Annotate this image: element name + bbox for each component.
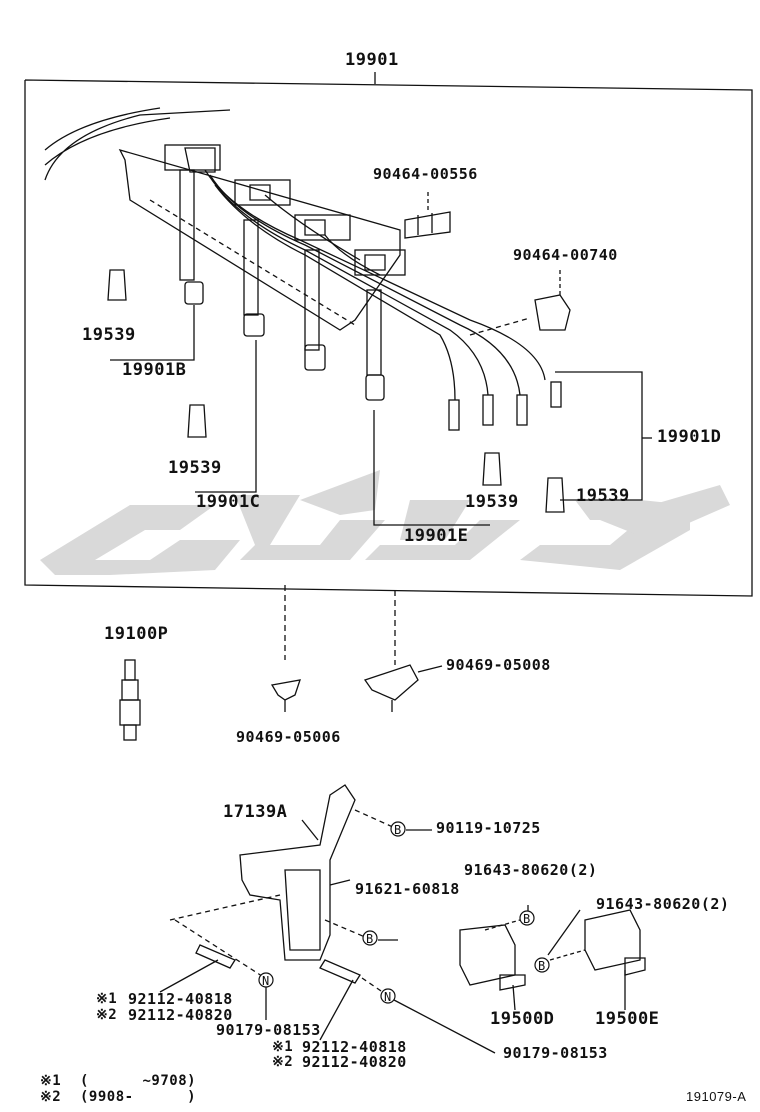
label-stud-a-1: 92112-40818 (128, 990, 233, 1008)
label-clamp-00556: 90464-00556 (373, 165, 478, 183)
spark-plug-shape (119, 659, 141, 741)
label-bolt-10725: 90119-10725 (436, 819, 541, 837)
mark-1: ※1 (272, 1039, 294, 1055)
mark-2: ※2 (96, 1007, 118, 1023)
label-clamp-05006: 90469-05006 (236, 728, 341, 746)
clamp-05006-shape (270, 679, 301, 701)
mark-2: ※2 (272, 1054, 294, 1070)
label-coil-e: 19500E (595, 1009, 660, 1029)
mark-1: ※1 (96, 991, 118, 1007)
clamp-00740-shape (534, 294, 571, 331)
engine-head (44, 107, 401, 331)
circle-n-letter: N (384, 990, 392, 1004)
label-assembly-19901: 19901 (345, 50, 399, 70)
label-stud-a-2: 92112-40820 (128, 1006, 233, 1024)
label-bracket: 17139A (223, 802, 288, 822)
coil-d-shape (459, 924, 526, 991)
assembly-box (24, 79, 753, 597)
coil-e-shape (584, 909, 646, 976)
boot-shape-2 (187, 404, 207, 438)
boot-shape-3 (482, 452, 502, 486)
circle-n-marks (258, 972, 396, 1004)
label-bolt-80620-1: 91643-80620(2) (464, 861, 598, 879)
circle-b-letter: B (538, 959, 546, 973)
boot-shape-1 (107, 269, 127, 301)
label-stud-b-2: 92112-40820 (302, 1053, 407, 1071)
footnote-text-2: (9908- ) (80, 1089, 197, 1105)
label-boot-4: 19539 (576, 486, 630, 506)
clamp-05008-shape (363, 664, 419, 701)
stud-b-shape (319, 959, 361, 984)
circle-b-letter: B (523, 912, 531, 926)
plug-tube-1 (179, 169, 204, 305)
circle-b-marks (362, 821, 550, 973)
label-nut-1: 90179-08153 (216, 1021, 321, 1039)
stud-a-shape (195, 944, 236, 969)
boot-shape-4 (545, 477, 565, 513)
label-boot-2: 19539 (168, 458, 222, 478)
circle-b-letter: B (366, 932, 374, 946)
label-wire-b: 19901B (122, 360, 187, 380)
footnote-text-1: ( ~9708) (80, 1073, 197, 1089)
circle-b-letter: B (394, 823, 402, 837)
label-wire-e: 19901E (404, 526, 469, 546)
diagram-id: 191079-A (686, 1089, 747, 1104)
label-bolt-60818: 91621-60818 (355, 880, 460, 898)
footnote-mark-2: ※2 (40, 1089, 62, 1105)
label-clamp-00740: 90464-00740 (513, 246, 618, 264)
clamp-00556-shape (404, 211, 451, 239)
label-boot-3: 19539 (465, 492, 519, 512)
label-boot-1: 19539 (82, 325, 136, 345)
circle-n-letter: N (262, 974, 270, 988)
footnote-mark-1: ※1 (40, 1073, 62, 1089)
label-clamp-05008: 90469-05008 (446, 656, 551, 674)
plug-tube-4 (365, 289, 385, 401)
toyota-watermark (40, 470, 730, 575)
label-wire-c: 19901C (196, 492, 261, 512)
label-wire-d: 19901D (657, 427, 722, 447)
label-coil-d: 19500D (490, 1009, 555, 1029)
label-spark-plug: 19100P (104, 624, 169, 644)
label-stud-b-1: 92112-40818 (302, 1038, 407, 1056)
bracket-shape (239, 784, 356, 961)
label-bolt-80620-2: 91643-80620(2) (596, 895, 730, 913)
plug-tube-2 (243, 219, 265, 337)
label-nut-2: 90179-08153 (503, 1044, 608, 1062)
plug-tube-3 (304, 249, 326, 371)
